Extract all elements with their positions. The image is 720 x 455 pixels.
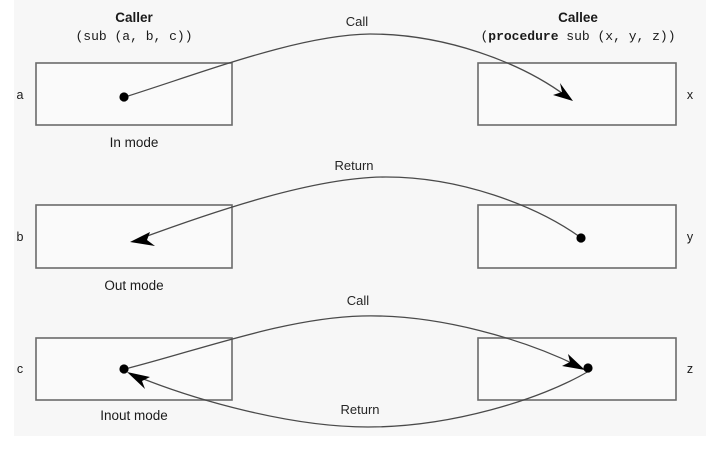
row-c-group: c z Call Return Inout mode [17,293,693,428]
row-b-caller-box [35,204,233,269]
caller-signature: (sub (a, b, c)) [75,29,192,44]
row-a-caption: In mode [110,135,159,150]
row-c-callee-box [477,337,677,401]
row-a-call-label: Call [346,14,369,29]
caller-heading: Caller [115,10,153,25]
row-b-callee-variable: y [687,230,694,244]
row-c-call-arrowhead [562,354,585,370]
row-c-caller-box [35,337,233,401]
row-c-callee-dot [583,363,593,373]
row-c-callee-variable: z [687,362,693,376]
row-a-caller-dot [119,92,129,102]
row-c-call-label: Call [347,293,370,308]
row-c-caller-dot [119,364,129,374]
row-c-caller-variable: c [17,362,23,376]
row-a-callee-box [477,62,677,126]
row-b-return-label: Return [334,158,373,173]
row-c-caption: Inout mode [100,408,168,423]
row-b-caption: Out mode [104,278,163,293]
row-b-caller-variable: b [17,230,24,244]
row-c-return-label: Return [340,402,379,417]
callee-signature: (procedure sub (x, y, z)) [480,29,675,44]
row-a-callee-variable: x [687,88,694,102]
row-b-callee-dot [576,233,586,243]
row-a-group: a x Call In mode [17,14,694,150]
row-b-group: b y Return Out mode [17,158,694,293]
row-b-return-arrowhead [130,232,155,246]
row-c-return-curve [135,370,590,428]
row-a-call-arrowhead [553,83,573,101]
row-b-return-curve [138,176,581,240]
row-a-call-curve [124,33,567,98]
row-a-caller-variable: a [17,88,24,102]
callee-signature-rest: sub (x, y, z)) [559,29,676,44]
callee-signature-keyword: procedure [488,29,558,44]
callee-signature-open-paren: ( [480,29,488,44]
row-c-return-arrowhead [127,372,150,389]
row-c-call-curve [124,315,579,370]
callee-heading: Callee [558,10,598,25]
